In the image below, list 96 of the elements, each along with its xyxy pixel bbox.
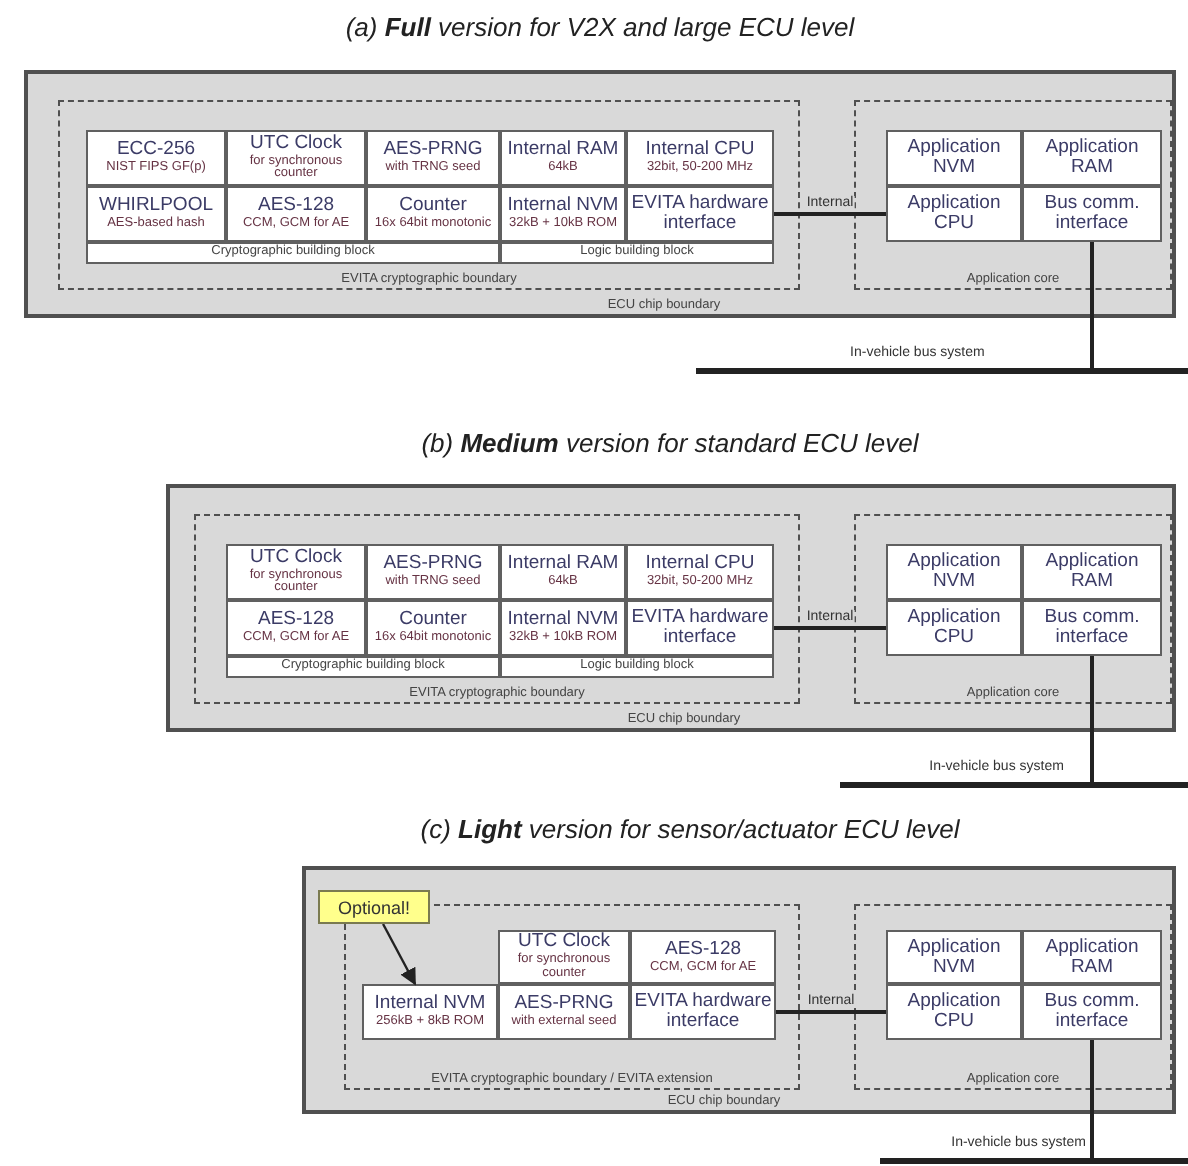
module-name: Application RAM xyxy=(1043,138,1141,178)
bus-line xyxy=(696,368,1188,374)
leader-arrow xyxy=(382,923,417,986)
module-name: EVITA hardware interface xyxy=(629,608,771,648)
module-name: Internal NVM xyxy=(374,994,486,1015)
module-cell xyxy=(500,600,626,656)
module-name: Internal RAM xyxy=(507,554,619,575)
connector-line xyxy=(1090,1040,1094,1158)
module-name: AES-PRNG xyxy=(383,140,483,161)
module-cell xyxy=(500,544,626,600)
module-cell xyxy=(630,930,776,984)
module-cell xyxy=(226,600,366,656)
module-name: EVITA hardware interface xyxy=(632,992,774,1032)
panel-title: (c) Light version for sensor/actuator ECU level xyxy=(420,814,960,844)
connector-line xyxy=(774,212,886,216)
chip-boundary-box xyxy=(302,866,1176,1114)
module-cell xyxy=(886,186,1022,242)
module-cell xyxy=(1022,984,1162,1040)
module-cell xyxy=(86,186,226,242)
module-cell xyxy=(886,984,1022,1040)
module-cell xyxy=(226,186,366,242)
module-cell xyxy=(626,544,774,600)
module-cell xyxy=(366,130,500,186)
module-name: Application NVM xyxy=(905,937,1003,977)
module-cell xyxy=(886,600,1022,656)
connector-line xyxy=(774,626,886,630)
building-block-strip xyxy=(86,242,500,264)
module-name: AES-PRNG xyxy=(514,994,614,1015)
module-name: Application RAM xyxy=(1043,552,1141,592)
building-block-strip xyxy=(500,656,774,678)
dashed-boundary xyxy=(194,514,800,704)
module-name: UTC Clock xyxy=(250,133,342,154)
dashed-boundary xyxy=(58,100,800,290)
module-cell xyxy=(1022,130,1162,186)
bus-line xyxy=(880,1158,1188,1164)
module-name: Internal CPU xyxy=(645,554,755,575)
module-cell xyxy=(1022,930,1162,984)
module-name: UTC Clock xyxy=(250,547,342,568)
module-cell xyxy=(498,984,630,1040)
module-name: Internal NVM xyxy=(507,196,619,217)
module-cell xyxy=(500,130,626,186)
panel-title: (a) Full version for V2X and large ECU level xyxy=(345,12,855,42)
module-cell xyxy=(366,600,500,656)
module-name: Bus comm. interface xyxy=(1042,992,1142,1032)
module-cell xyxy=(1022,544,1162,600)
module-name: WHIRLPOOL xyxy=(98,196,213,217)
module-cell xyxy=(366,186,500,242)
panel-title: (b) Medium version for standard ECU level xyxy=(421,428,919,458)
dashed-boundary xyxy=(854,100,1172,290)
chip-boundary-box xyxy=(24,70,1176,318)
module-cell xyxy=(1022,186,1162,242)
module-cell xyxy=(1022,600,1162,656)
module-cell xyxy=(886,130,1022,186)
module-cell xyxy=(366,544,500,600)
module-name: Counter xyxy=(399,196,467,217)
module-cell xyxy=(500,186,626,242)
dashed-boundary xyxy=(854,514,1172,704)
connector-line xyxy=(1090,242,1094,368)
module-name: Application NVM xyxy=(905,552,1003,592)
module-name: Application CPU xyxy=(905,194,1003,234)
module-name: Application RAM xyxy=(1043,937,1141,977)
module-name: Bus comm. interface xyxy=(1042,194,1142,234)
module-cell xyxy=(626,600,774,656)
bus-line xyxy=(840,782,1188,788)
module-name: Application NVM xyxy=(905,138,1003,178)
module-cell xyxy=(886,930,1022,984)
module-name: Application CPU xyxy=(905,608,1003,648)
module-name: Internal NVM xyxy=(507,610,619,631)
module-name: Counter xyxy=(399,610,467,631)
module-cell xyxy=(626,130,774,186)
module-name: EVITA hardware interface xyxy=(629,194,771,234)
module-cell xyxy=(86,130,226,186)
module-cell xyxy=(226,130,366,186)
connector-line xyxy=(1090,656,1094,782)
module-name: AES-128 xyxy=(257,196,335,217)
module-cell xyxy=(886,544,1022,600)
module-cell xyxy=(226,544,366,600)
module-name: Application CPU xyxy=(905,992,1003,1032)
module-name: Internal CPU xyxy=(645,140,755,161)
module-name: Internal RAM xyxy=(507,140,619,161)
module-cell xyxy=(362,984,498,1040)
module-name: AES-128 xyxy=(257,610,335,631)
connector-line xyxy=(776,1010,886,1014)
module-name: ECC-256 xyxy=(116,140,196,161)
chip-boundary-box xyxy=(166,484,1176,732)
dashed-boundary xyxy=(854,904,1172,1090)
module-name: UTC Clock xyxy=(518,932,610,953)
module-name: Bus comm. interface xyxy=(1042,608,1142,648)
building-block-strip xyxy=(226,656,500,678)
building-block-strip xyxy=(500,242,774,264)
module-name: AES-128 xyxy=(664,939,742,960)
callout-box: Optional! xyxy=(318,890,430,924)
module-cell xyxy=(498,930,630,984)
module-cell xyxy=(626,186,774,242)
module-name: AES-PRNG xyxy=(383,554,483,575)
module-cell xyxy=(630,984,776,1040)
